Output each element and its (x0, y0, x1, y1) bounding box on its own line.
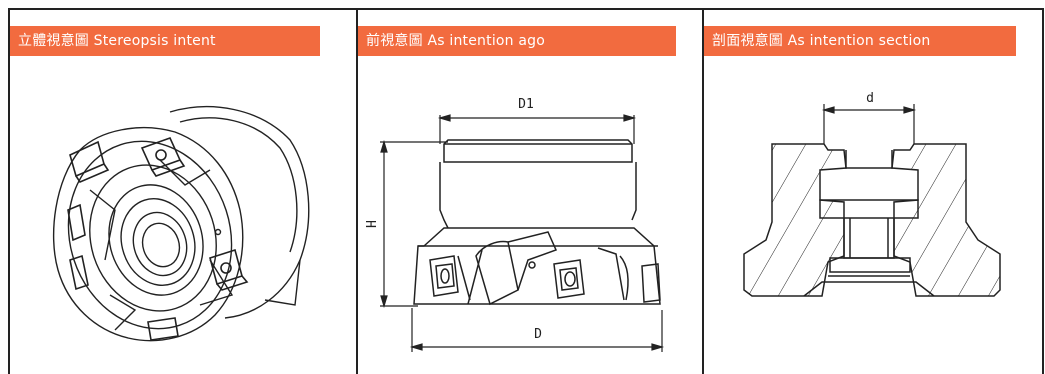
d-label: D (534, 327, 542, 342)
bore-arrowheads (821, 106, 917, 114)
panel-title-en: As intention ago (427, 33, 546, 49)
outer-frame (8, 8, 1044, 374)
panel-title-cn: 立體視意圖 (18, 33, 89, 49)
panel-divider (702, 8, 704, 374)
cutter-front-profile (413, 139, 661, 306)
cutter-isometric (53, 106, 310, 342)
h-label: H (362, 220, 377, 228)
panel-title-en: As intention section (787, 33, 931, 49)
panel-divider (356, 8, 358, 374)
front-view-drawing: D1 H D (362, 97, 665, 352)
d-arrowheads (409, 343, 665, 351)
panel-title-en: Stereopsis intent (93, 33, 216, 49)
cutter-section-profile (743, 143, 1001, 297)
section-view-drawing: d (743, 91, 1001, 297)
panel-header-stereopsis: 立體視意圖 Stereopsis intent (10, 26, 320, 56)
d1-arrowheads (437, 114, 637, 122)
panel-header-front: 前視意圖 As intention ago (358, 26, 676, 56)
d1-label: D1 (518, 97, 534, 112)
h-arrowheads (380, 139, 388, 309)
isometric-view-drawing (53, 106, 310, 342)
panel-title-cn: 前視意圖 (366, 33, 423, 49)
panel-title-cn: 剖面視意圖 (712, 33, 783, 49)
bore-label: d (866, 91, 874, 106)
panel-header-section: 剖面視意圖 As intention section (704, 26, 1016, 56)
